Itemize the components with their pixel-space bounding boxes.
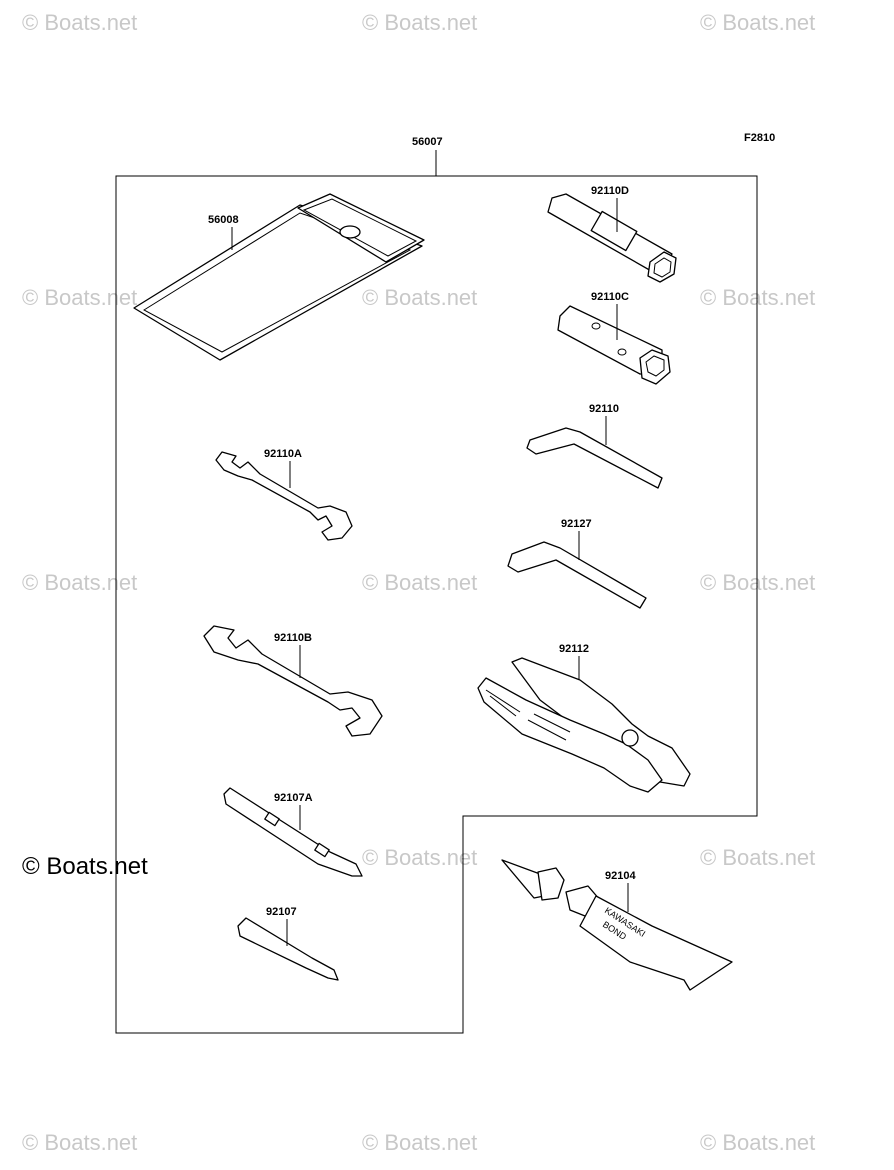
watermark: © Boats.net (362, 1130, 477, 1155)
part-label-56008: 56008 (208, 214, 239, 226)
watermark-dark: © Boats.net (22, 853, 148, 880)
part-label-92104: 92104 (605, 870, 636, 882)
watermark: © Boats.net (22, 570, 137, 595)
watermark: © Boats.net (700, 845, 815, 870)
part-label-56007: 56007 (412, 136, 443, 148)
watermark: © Boats.net (362, 845, 477, 870)
watermarks: © Boats.net © Boats.net © Boats.net © Bo… (22, 10, 815, 1155)
hex-key-92110-illustration (526, 427, 663, 489)
watermark: © Boats.net (362, 570, 477, 595)
part-label-92107A: 92107A (274, 792, 313, 804)
watermark: © Boats.net (700, 285, 815, 310)
box-wrench-92110D-illustration (547, 193, 677, 283)
open-wrench-92110B-illustration (203, 625, 383, 737)
watermark: © Boats.net (700, 10, 815, 35)
part-label-92110A: 92110A (264, 448, 302, 460)
watermark: © Boats.net (700, 570, 815, 595)
hex-key-92127-illustration (507, 541, 647, 609)
part-label-92110: 92110 (589, 403, 619, 415)
tool-bag-illustration (133, 193, 425, 361)
screwdriver-bit-92107A-illustration (223, 787, 363, 877)
screwdriver-bit-92107-illustration (237, 917, 339, 981)
part-label-92110D: 92110D (591, 185, 629, 197)
part-label-92107: 92107 (266, 906, 297, 918)
pliers-92112-illustration (477, 657, 691, 793)
watermark: © Boats.net (362, 285, 477, 310)
watermark: © Boats.net (22, 1130, 137, 1155)
watermark: © Boats.net (362, 10, 477, 35)
part-label-92112: 92112 (559, 643, 589, 655)
watermark: © Boats.net (22, 10, 137, 35)
part-label-92110B: 92110B (274, 632, 312, 644)
part-label-92110C: 92110C (591, 291, 629, 303)
assembly-boundary (115, 175, 758, 1034)
part-label-92127: 92127 (561, 518, 592, 530)
watermark: © Boats.net (700, 1130, 815, 1155)
open-wrench-92110A-illustration (215, 451, 353, 541)
box-wrench-92110C-illustration (557, 305, 671, 385)
figure-code: F2810 (744, 132, 775, 144)
watermark: © Boats.net (22, 285, 137, 310)
